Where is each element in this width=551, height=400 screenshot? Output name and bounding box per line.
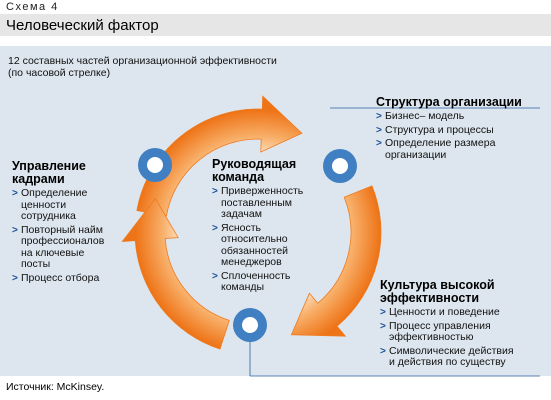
node-structure — [323, 149, 357, 183]
heading-line: Структура организации — [376, 95, 522, 109]
item-line: Ясность — [221, 221, 262, 234]
item-line: менеджеров — [221, 256, 282, 268]
source-note: Источник: McKinsey. — [6, 381, 105, 393]
arrow-right — [290, 185, 382, 337]
node-culture — [233, 308, 267, 342]
item-line: поставленным — [221, 196, 292, 209]
item-line: организации — [385, 148, 447, 161]
diagram-intro: 12 составных частей организационной эффе… — [8, 55, 277, 79]
team-heading: Руководящая команда — [212, 158, 312, 184]
team-block: Руководящая команда Приверженность поста… — [212, 158, 312, 296]
node-structure-center — [332, 158, 348, 174]
node-hr — [138, 148, 172, 182]
structure-list: Бизнес– модель Структура и процессы Опре… — [376, 110, 546, 161]
item-line: задачам — [221, 208, 262, 220]
hr-heading: Управление кадрами — [12, 160, 122, 186]
structure-block: Структура организации Бизнес– модель Стр… — [376, 96, 546, 163]
intro-line: 12 составных частей организационной эффе… — [8, 55, 277, 67]
node-culture-center — [242, 317, 258, 333]
heading-line: команда — [212, 170, 265, 184]
cycle-arrows — [121, 95, 382, 350]
item-line: Символические действия — [389, 344, 514, 357]
cycle-nodes — [138, 148, 357, 342]
item-line: ценности — [21, 198, 67, 211]
node-hr-center — [147, 157, 163, 173]
culture-list: Ценности и поведение Процесс управления … — [380, 306, 545, 369]
item-line: Структура и процессы — [385, 123, 494, 136]
item-line: профессионалов — [21, 235, 105, 247]
list-item: Сплоченность команды — [212, 269, 312, 294]
item-line: эффективностью — [389, 331, 474, 343]
culture-heading: Культура высокой эффективности — [380, 279, 545, 305]
item-line: Бизнес– модель — [385, 110, 465, 122]
list-item: Процесс управления эффективностью — [380, 319, 545, 344]
item-line: Сплоченность — [221, 269, 291, 282]
item-line: относительно — [221, 233, 288, 245]
item-line: Определение размера — [385, 137, 496, 149]
list-item: Бизнес– модель — [376, 110, 546, 123]
list-item: Определение размера организации — [376, 137, 546, 161]
item-line: Ценности и поведение — [389, 306, 500, 318]
heading-line: Руководящая — [212, 157, 297, 171]
heading-line: Управление — [12, 159, 86, 173]
item-line: и действия по существу — [389, 356, 506, 368]
list-item: Определение ценности сотрудника — [12, 187, 122, 223]
structure-heading: Структура организации — [376, 96, 546, 109]
item-line: Приверженность — [221, 185, 304, 197]
heading-line: кадрами — [12, 172, 65, 186]
item-line: сотрудника — [21, 210, 76, 222]
heading-line: эффективности — [380, 291, 480, 305]
item-line: Повторный найм — [21, 223, 103, 236]
item-line: посты — [21, 258, 51, 270]
title-bar — [0, 14, 551, 36]
list-item: Процесс отбора — [12, 271, 122, 285]
list-item: Повторный найм профессионалов на ключевы… — [12, 223, 122, 271]
intro-line: (по часовой стрелке) — [8, 67, 111, 79]
team-list: Приверженность поставленным задачам Ясно… — [212, 185, 312, 294]
item-line: обязанностей — [221, 244, 289, 257]
list-item: Символические действия и действия по сущ… — [380, 344, 545, 369]
scheme-label: Схема 4 — [6, 1, 59, 13]
hr-list: Определение ценности сотрудника Повторны… — [12, 187, 122, 285]
item-line: Процесс отбора — [21, 271, 100, 284]
list-item: Структура и процессы — [376, 123, 546, 137]
item-line: на ключевые — [21, 246, 85, 259]
list-item: Приверженность поставленным задачам — [212, 185, 312, 221]
heading-line: Культура высокой — [380, 278, 495, 292]
arrow-bottom — [121, 197, 230, 350]
hr-block: Управление кадрами Определение ценности … — [12, 160, 122, 286]
list-item: Ценности и поведение — [380, 306, 545, 319]
culture-block: Культура высокой эффективности Ценности … — [380, 279, 545, 371]
list-item: Ясность относительно обязанностей менедж… — [212, 221, 312, 269]
item-line: команды — [221, 281, 265, 293]
item-line: Процесс управления — [389, 319, 491, 332]
item-line: Определение — [21, 187, 88, 199]
page-title: Человеческий фактор — [6, 17, 159, 34]
